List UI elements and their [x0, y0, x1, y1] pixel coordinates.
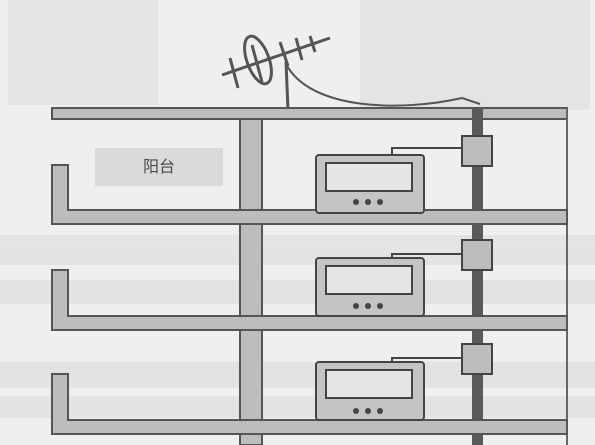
junction-box-icon: [461, 239, 493, 271]
tv-icon: [315, 257, 425, 317]
building-column-base: [239, 433, 263, 445]
drop-cable-floor-1: [391, 147, 462, 155]
balcony-label: 阳台: [95, 148, 223, 186]
junction-box-icon: [461, 135, 493, 167]
floor-3: [51, 343, 568, 435]
drop-cable-floor-2: [391, 253, 462, 258]
tv-icon: [315, 361, 425, 421]
floor-1: [51, 135, 568, 225]
riser-cable: [472, 108, 483, 445]
tv-icon: [315, 154, 425, 214]
balcony-slab-floor-3: [51, 373, 568, 435]
floor-2: [51, 239, 568, 331]
junction-box-icon: [461, 343, 493, 375]
drop-cable-floor-3: [391, 357, 462, 362]
roof-slab: [51, 107, 568, 120]
antenna-feed-cable: [285, 63, 481, 107]
balcony-slab-floor-1: [51, 164, 568, 225]
antenna-icon: [221, 34, 331, 111]
building-column: [239, 118, 263, 445]
balcony-slab-floor-2: [51, 269, 568, 331]
